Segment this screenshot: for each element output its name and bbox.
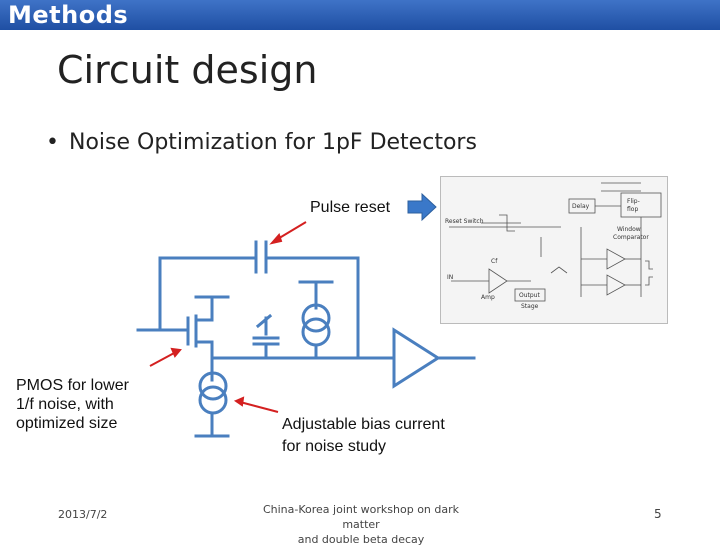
bias-label-line-1: Adjustable bias current bbox=[282, 416, 445, 433]
inset-flipflop-label-1: Flip- bbox=[627, 198, 640, 205]
slide-title: Circuit design bbox=[57, 48, 318, 92]
inset-window-label-1: Window bbox=[617, 226, 641, 233]
inset-block-diagram: Delay Flip- flop Window Comparator Reset… bbox=[440, 176, 668, 324]
inset-output-label-2: Stage bbox=[521, 303, 539, 310]
inset-cf-label: Cf bbox=[491, 258, 498, 265]
bias-current-source-circle-upper bbox=[198, 371, 228, 401]
output-buffer-triangle bbox=[392, 327, 441, 389]
pmos-label-line-1: PMOS for lower bbox=[16, 377, 129, 394]
inset-diagram-svg: Delay Flip- flop Window Comparator Reset… bbox=[445, 182, 662, 310]
inset-reset-switch-label: Reset Switch bbox=[445, 218, 484, 225]
inset-flipflop-label-2: flop bbox=[627, 206, 638, 213]
pmos-arrow bbox=[149, 351, 177, 367]
pmos-label: PMOS for lower 1/f noise, with optimized… bbox=[16, 376, 129, 433]
inset-amp-label: Amp bbox=[481, 294, 495, 301]
bias-label-line-2: for noise study bbox=[282, 438, 387, 455]
section-header-bar: Methods bbox=[0, 0, 720, 30]
inset-in-label: IN bbox=[447, 274, 453, 281]
pmos-label-line-3: optimized size bbox=[16, 415, 118, 432]
bullet-dot-icon: • bbox=[46, 130, 59, 155]
bias-label: Adjustable bias current for noise study bbox=[282, 414, 445, 458]
page-number: 5 bbox=[654, 507, 662, 521]
footer-date: 2013/7/2 bbox=[58, 508, 108, 521]
pulse-reset-label: Pulse reset bbox=[310, 199, 391, 216]
output-stage-box bbox=[514, 288, 546, 302]
reset-switch-blade bbox=[255, 313, 273, 329]
bullet-item: • Noise Optimization for 1pF Detectors bbox=[46, 130, 477, 155]
bullet-text: Noise Optimization for 1pF Detectors bbox=[68, 130, 477, 155]
inset-pointer-arrow bbox=[407, 192, 437, 222]
section-title: Methods bbox=[8, 1, 129, 29]
amp-triangle bbox=[488, 268, 508, 294]
inset-delay-label: Delay bbox=[572, 203, 590, 210]
footer-event-line-1: China-Korea joint workshop on dark matte… bbox=[262, 503, 460, 531]
inset-output-label-1: Output bbox=[519, 292, 540, 299]
upper-current-source-circle-upper bbox=[301, 303, 331, 333]
footer-event: China-Korea joint workshop on dark matte… bbox=[246, 502, 476, 547]
inset-window-label-2: Comparator bbox=[613, 234, 649, 241]
pmos-label-line-2: 1/f noise, with bbox=[16, 396, 114, 413]
pulse-reset-arrow bbox=[275, 221, 307, 241]
bias-arrow bbox=[239, 401, 279, 413]
